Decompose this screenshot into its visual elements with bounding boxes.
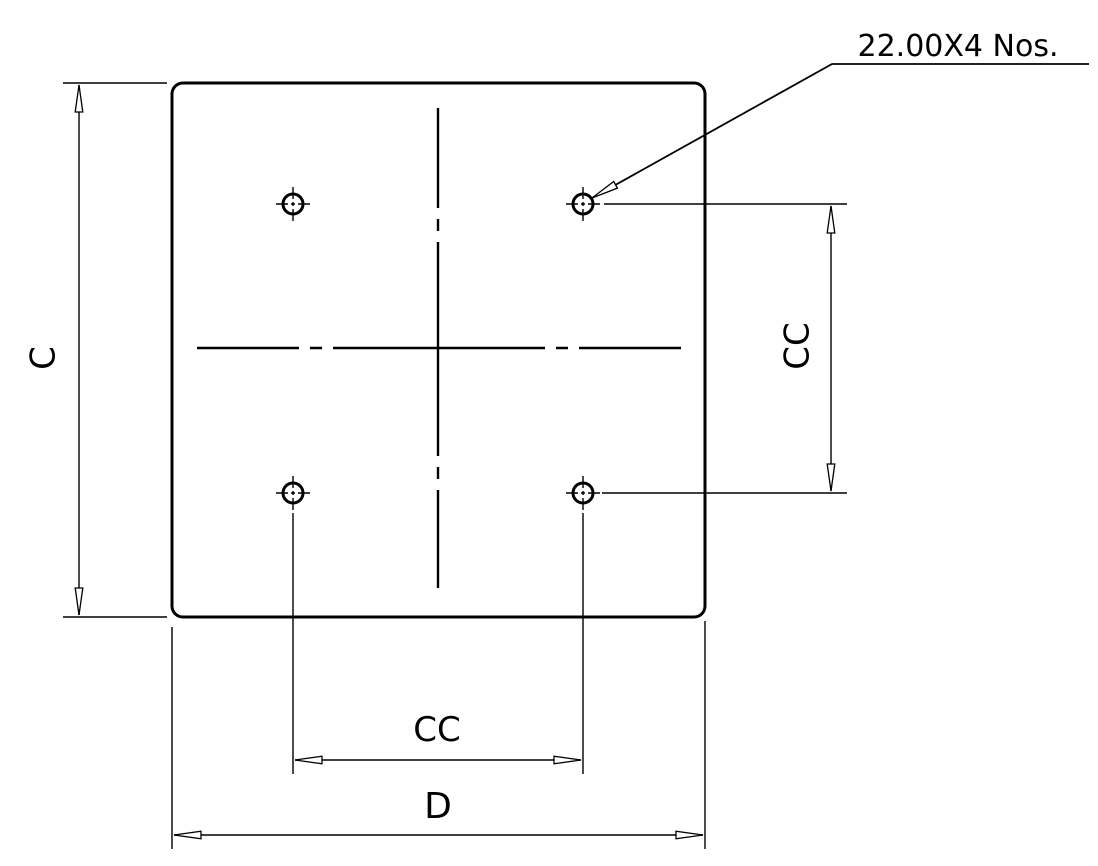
dimension-label-hole-spacing-vertical: CC — [778, 322, 818, 369]
hole-callout-label: 22.00X4 Nos. — [857, 29, 1058, 64]
hole-callout: 22.00X4 Nos. — [591, 29, 1089, 199]
dimension-plate-height: C — [24, 82, 167, 618]
hole-bottom-left — [276, 476, 310, 510]
dimension-plate-width: D — [171, 621, 706, 849]
dimension-hole-spacing-vertical: CC — [602, 203, 847, 494]
dimension-hole-spacing-horizontal: CC — [292, 513, 584, 774]
hole-top-left — [276, 187, 310, 221]
dimension-label-hole-spacing-horizontal: CC — [413, 710, 460, 750]
hole-top-right — [566, 187, 600, 221]
leader-line — [591, 63, 1089, 199]
hole-bottom-right — [566, 476, 600, 510]
plate-outline — [170, 81, 707, 619]
dimension-label-plate-width: D — [424, 786, 452, 827]
dimension-label-plate-height: C — [24, 346, 64, 370]
